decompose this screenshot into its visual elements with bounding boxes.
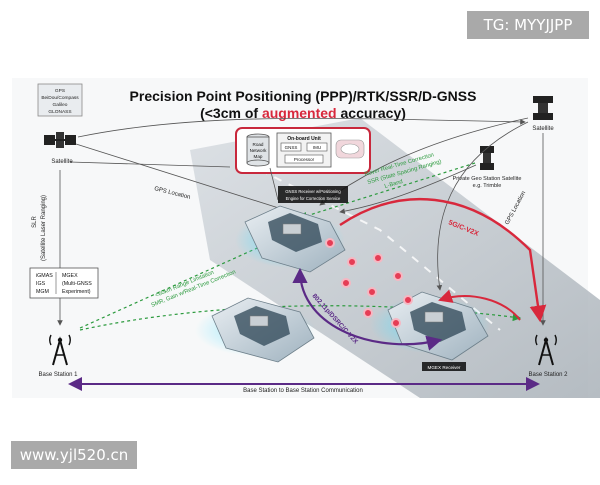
onboard-unit-box: Road Network Map On-board Unit GNSS IMU … [235, 127, 371, 174]
constellation-0: GPS [55, 88, 65, 94]
private-geo-label-1: Private Geo Station Satellite [453, 176, 522, 182]
correction-lines [79, 162, 522, 331]
title-line1: Precision Point Positioning (PPP)/RTK/SS… [130, 88, 477, 104]
mgex-receiver-label: MGEX Receiver [428, 365, 461, 370]
private-geo-satellite-icon [480, 146, 494, 170]
lane-marking [259, 169, 501, 331]
gnss-receiver-label-1: GNSS Receiver w/Positioning [285, 189, 341, 194]
slr-label-2: (Satellite Laser Ranging) [41, 195, 47, 261]
mgex-receiver-callout: MGEX Receiver [422, 362, 466, 371]
network-mgm: MGM [36, 289, 49, 295]
title-line2: (<3cm of augmented accuracy) [200, 105, 406, 121]
bs-communication-label: Base Station to Base Station Communicati… [243, 388, 363, 394]
network-mgex-sub1: (Multi-GNSS [62, 281, 92, 287]
constellation-box: GPS BeiDou/Compass Galileo GLONASS [37, 83, 83, 117]
v2x-5g-arrow [339, 197, 547, 323]
base-station-2-icon [535, 334, 557, 366]
private-geo-label-2: e.g. Trimble [473, 183, 502, 189]
constellation-1: BeiDou/Compass [41, 95, 79, 101]
base-station-1-label: Base Station 1 [38, 372, 78, 378]
constellation-3: GLONASS [48, 109, 71, 115]
network-igmas: iGMAS [36, 273, 53, 279]
gnss-receiver-callout: GNSS Receiver w/Positioning Engine for C… [278, 186, 348, 203]
imu-module: IMU [313, 145, 321, 150]
base-station-1-icon [49, 334, 71, 366]
satellite-right-icon [533, 96, 553, 120]
gnss-receiver-label-2: Engine for Correction Service [286, 196, 341, 201]
watermark-top: TG: MYYJJPP [467, 11, 589, 39]
slr-label-1: SLR [32, 215, 38, 227]
title-highlight: augmented [262, 105, 337, 121]
network-mgex-sub2: Experiment) [62, 289, 91, 295]
network-mgex: MGEX [62, 273, 78, 279]
constellation-2: Galileo [53, 102, 68, 108]
base-station-2-label: Base Station 2 [528, 372, 568, 378]
title-line2-prefix: (<3cm of [200, 105, 262, 121]
car-top-icon [235, 205, 346, 273]
rover-correction-3: L-Band [384, 179, 404, 190]
onboard-unit-title: On-board Unit [287, 136, 321, 142]
watermark-bottom: www.yjl520.cn [11, 441, 137, 469]
map-title-3: Map [254, 154, 263, 159]
processor-module: Processor [294, 157, 315, 162]
title-line2-suffix: accuracy) [337, 105, 406, 121]
networks-box: iGMAS IGS MGM MGEX (Multi-GNSS Experimen… [29, 267, 99, 299]
satellite-right-label: Satellite [532, 126, 554, 132]
dsrc-arrow [292, 267, 443, 351]
map-title-1: Road [253, 142, 264, 147]
satellite-left-icon [44, 132, 76, 148]
v2x-5g-return-arrow [438, 289, 521, 321]
network-igs: IGS [36, 281, 46, 287]
satellite-left-label: Satellite [51, 159, 73, 165]
map-title-2: Network [250, 148, 268, 153]
gnss-module: GNSS [285, 145, 298, 150]
